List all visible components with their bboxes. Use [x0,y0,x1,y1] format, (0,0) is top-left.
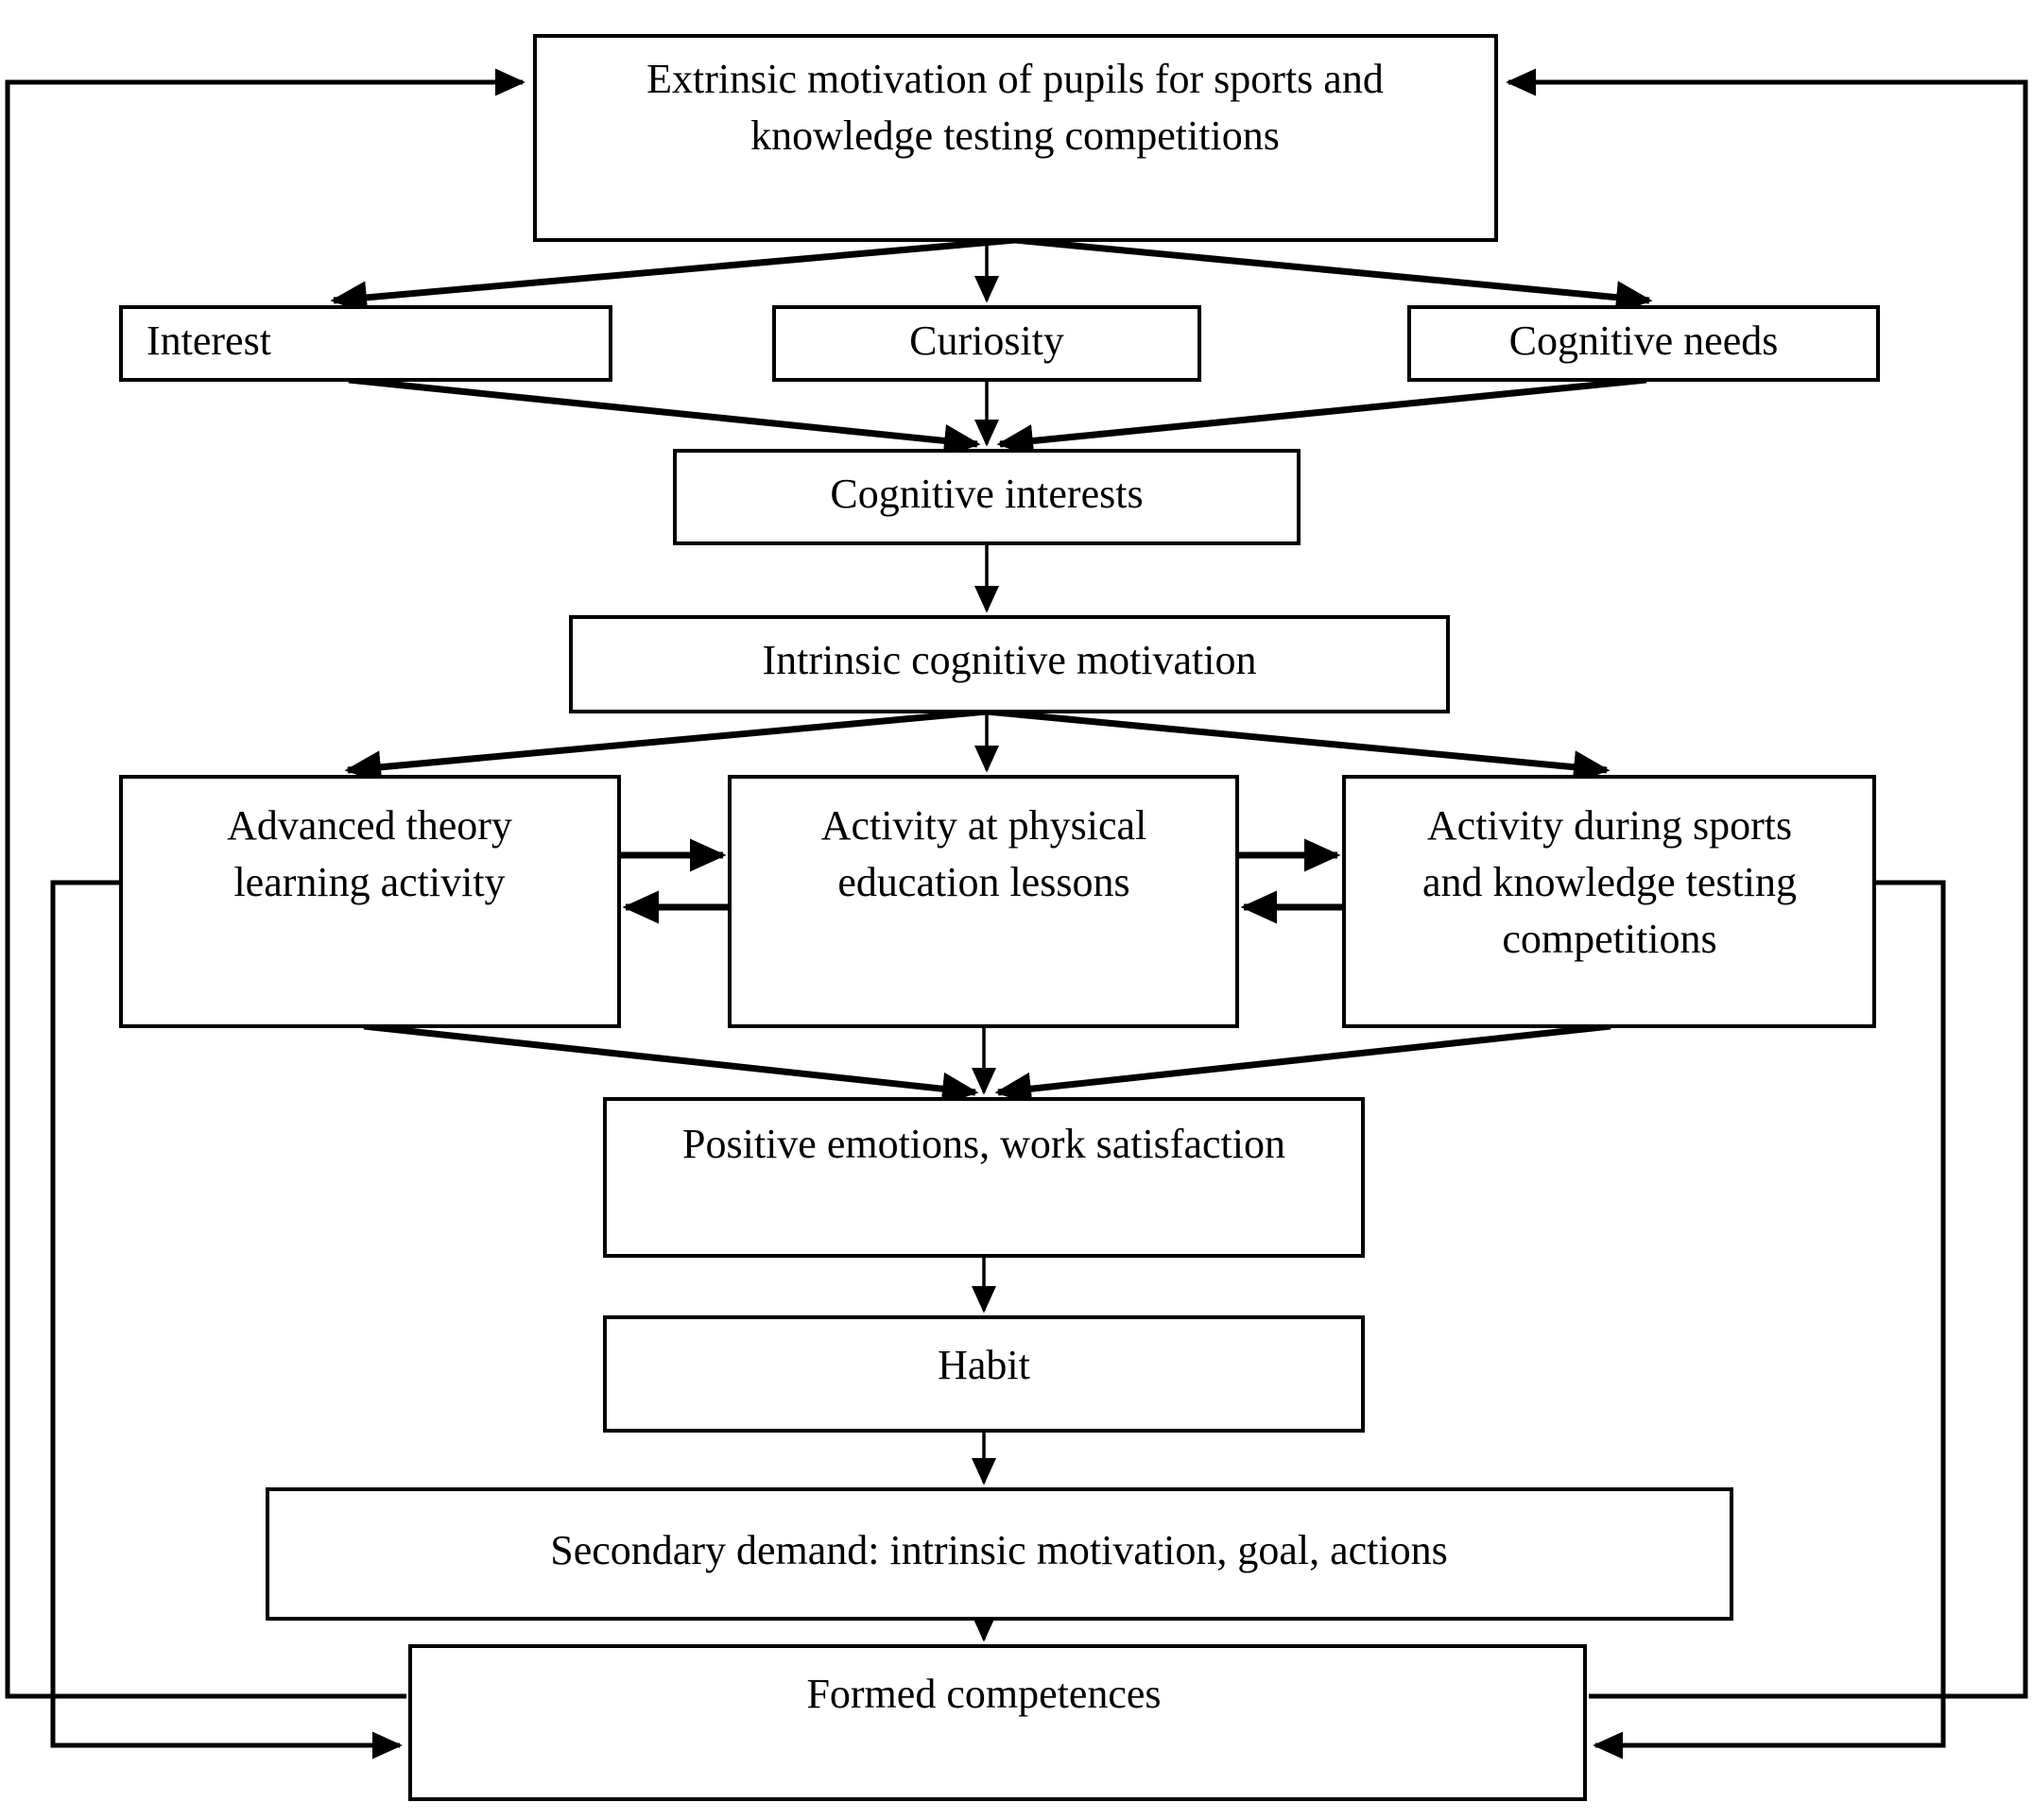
edge-formed-competences-to-extrinsic-right [1506,68,2028,1699]
edge-intrinsic-motivation-to-advanced-theory [344,708,988,784]
node-label-formed-competences: Formed competences [806,1671,1161,1717]
node-secondary-demand[interactable]: Secondary demand: intrinsic motivation, … [266,1487,1733,1621]
node-activity-at-physical-education-lessons[interactable]: Activity at physical education lessons [728,775,1239,1028]
node-label-activity-sports-line3: competitions [1502,916,1716,962]
node-curiosity[interactable]: Curiosity [772,305,1201,382]
node-label-activity-sports-line2: and knowledge testing [1422,859,1797,905]
node-label-curiosity: Curiosity [909,318,1064,364]
edge-extrinsic-to-interest [330,236,1016,315]
node-intrinsic-cognitive-motivation[interactable]: Intrinsic cognitive motivation [569,615,1450,713]
node-advanced-theory-learning-activity[interactable]: Advanced theory learning activity [119,775,621,1028]
node-label-extrinsic-line2: knowledge testing competitions [750,112,1280,159]
node-cognitive-needs[interactable]: Cognitive needs [1407,305,1880,382]
node-habit[interactable]: Habit [603,1315,1365,1433]
node-label-advanced-theory-line1: Advanced theory [227,802,512,849]
node-label-secondary-demand: Secondary demand: intrinsic motivation, … [550,1527,1447,1573]
node-label-habit: Habit [938,1342,1030,1388]
node-formed-competences[interactable]: Formed competences [408,1644,1587,1801]
node-label-advanced-theory-line2: learning activity [233,859,505,905]
edge-advanced-theory-to-positive-emotions [363,1022,979,1106]
node-label-interest: Interest [146,318,271,364]
edge-cognitive-needs-to-cognitive-interests [996,376,1647,457]
node-positive-emotions-work-satisfaction[interactable]: Positive emotions, work satisfaction [603,1097,1365,1258]
node-cognitive-interests[interactable]: Cognitive interests [673,449,1301,545]
node-label-positive-emotions: Positive emotions, work satisfaction [682,1121,1285,1167]
node-label-activity-pe-line1: Activity at physical [821,802,1147,849]
node-activity-during-sports-and-knowledge-testing-competitions[interactable]: Activity during sports and knowledge tes… [1342,775,1876,1028]
edge-activity-sports-to-formed-competences [1593,880,1946,1760]
edge-interest-to-cognitive-interests [348,376,981,457]
node-interest[interactable]: Interest [119,305,612,382]
node-label-intrinsic-motivation: Intrinsic cognitive motivation [762,637,1256,683]
edge-formed-competences-to-extrinsic-left [5,68,525,1699]
edge-activity-sports-to-positive-emotions [994,1022,1611,1106]
node-label-extrinsic-line1: Extrinsic motivation of pupils for sport… [646,56,1384,102]
node-label-activity-pe-line2: education lessons [837,859,1129,905]
node-label-activity-sports-line1: Activity during sports [1427,802,1792,849]
edge-advanced-theory-to-formed-competences [50,880,403,1760]
node-label-cognitive-needs: Cognitive needs [1509,318,1779,364]
node-label-cognitive-interests: Cognitive interests [830,471,1143,517]
edge-intrinsic-motivation-to-activity-sports [986,708,1611,784]
node-extrinsic-motivation[interactable]: Extrinsic motivation of pupils for sport… [533,34,1498,242]
edge-extrinsic-to-cognitive-needs [1014,236,1653,315]
